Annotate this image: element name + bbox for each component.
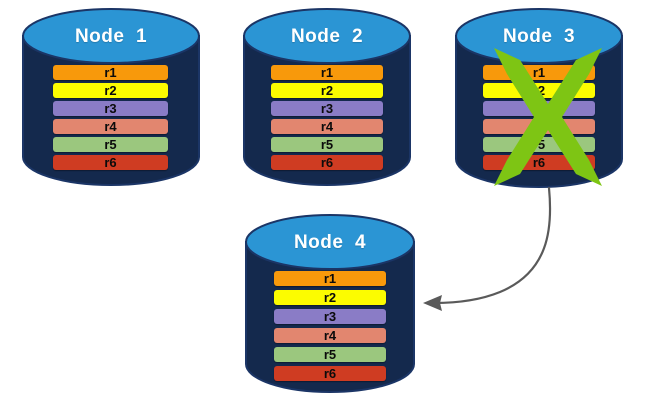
row-label: r2 bbox=[323, 290, 337, 305]
node-1-row-r5[interactable]: r5 bbox=[53, 137, 168, 152]
node-4[interactable]: Node 4 r1 r2 r3 r4 r5 r6 bbox=[245, 214, 415, 393]
row-label: r6 bbox=[320, 155, 334, 170]
node-1-row-r2[interactable]: r2 bbox=[53, 83, 168, 98]
node-4-row-r4[interactable]: r4 bbox=[274, 328, 386, 343]
node-1-rows: r1 r2 r3 r4 r5 r6 bbox=[53, 65, 168, 170]
row-label: r1 bbox=[532, 65, 546, 80]
row-label: r5 bbox=[320, 137, 334, 152]
row-label: r1 bbox=[320, 65, 334, 80]
row-label: r6 bbox=[532, 155, 546, 170]
row-label: r4 bbox=[320, 119, 334, 134]
row-label: r6 bbox=[323, 366, 337, 381]
node-2-row-r5[interactable]: r5 bbox=[271, 137, 383, 152]
row-label: r2 bbox=[104, 83, 117, 98]
node-4-row-r1[interactable]: r1 bbox=[274, 271, 386, 286]
row-label: r3 bbox=[104, 101, 117, 116]
node-4-row-r2[interactable]: r2 bbox=[274, 290, 386, 305]
node-4-row-r5[interactable]: r5 bbox=[274, 347, 386, 362]
node-1-row-r4[interactable]: r4 bbox=[53, 119, 168, 134]
node-1-row-r1[interactable]: r1 bbox=[53, 65, 168, 80]
node-2-row-r6[interactable]: r6 bbox=[271, 155, 383, 170]
node-1-row-r6[interactable]: r6 bbox=[53, 155, 168, 170]
node-4-row-r6[interactable]: r6 bbox=[274, 366, 386, 381]
row-label: r5 bbox=[323, 347, 337, 362]
node-4-rows: r1 r2 r3 r4 r5 r6 bbox=[274, 271, 386, 381]
row-label: r3 bbox=[323, 309, 337, 324]
node-2-rows: r1 r2 r3 r4 r5 r6 bbox=[271, 65, 383, 170]
row-label: r1 bbox=[104, 65, 117, 80]
node-2-row-r2[interactable]: r2 bbox=[271, 83, 383, 98]
row-label: r4 bbox=[104, 119, 117, 134]
row-label: r5 bbox=[104, 137, 117, 152]
node-2[interactable]: Node 2 r1 r2 r3 r4 r5 r6 bbox=[243, 8, 411, 186]
row-label: r2 bbox=[320, 83, 334, 98]
node-2-row-r1[interactable]: r1 bbox=[271, 65, 383, 80]
row-label: r4 bbox=[323, 328, 337, 343]
node-4-row-r3[interactable]: r3 bbox=[274, 309, 386, 324]
node-2-row-r4[interactable]: r4 bbox=[271, 119, 383, 134]
row-label: r6 bbox=[104, 155, 117, 170]
node-3-failure-x-icon bbox=[494, 48, 602, 186]
node-1[interactable]: Node 1 r1 r2 r3 r4 r5 r6 bbox=[22, 8, 200, 186]
row-label: r1 bbox=[323, 271, 337, 286]
row-label: r3 bbox=[320, 101, 334, 116]
node-1-row-r3[interactable]: r3 bbox=[53, 101, 168, 116]
node-2-row-r3[interactable]: r3 bbox=[271, 101, 383, 116]
